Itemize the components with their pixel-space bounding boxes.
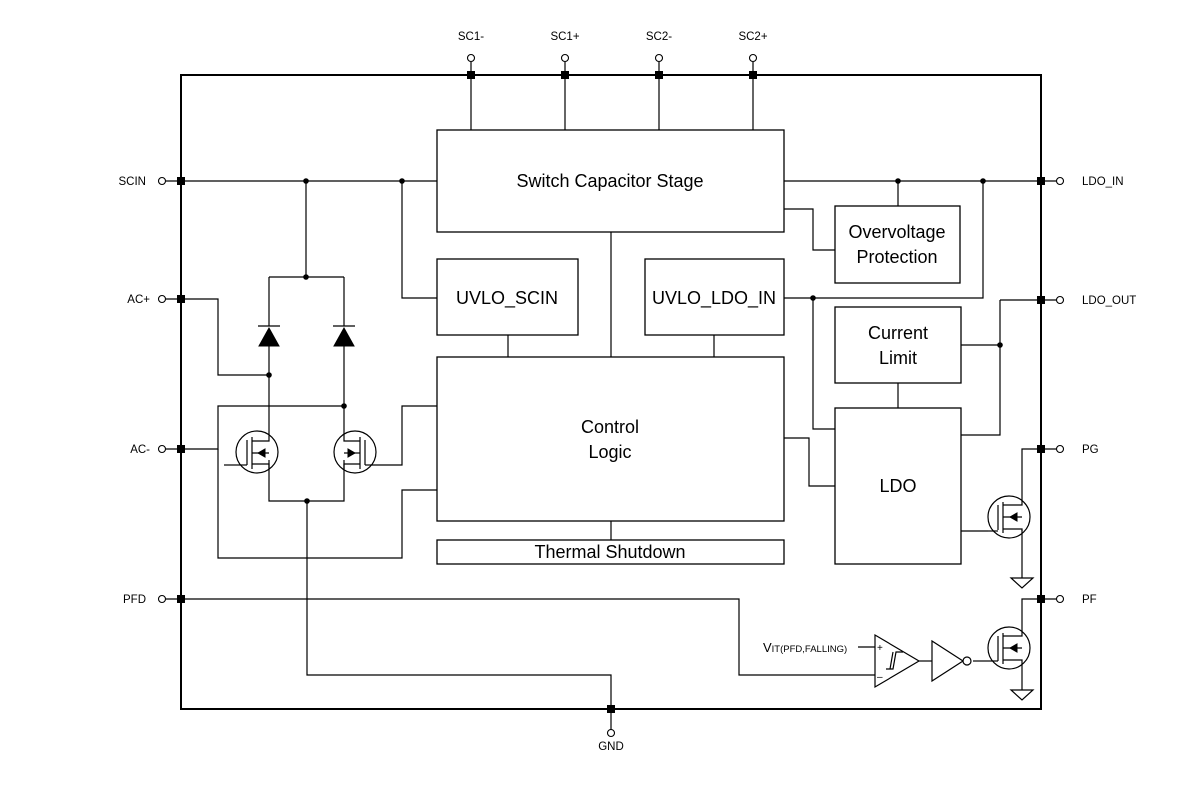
pin-label-ldo-out: LDO_OUT <box>1082 295 1136 307</box>
rectifier-diode-right <box>333 325 355 347</box>
pg-ground-symbol <box>1009 577 1035 589</box>
uvlo-scin-label: UVLO_SCIN <box>456 288 558 309</box>
pin-pg: PG <box>1037 444 1099 456</box>
comparator-minus-sign: – <box>877 672 883 683</box>
current-limit-label-line2: Limit <box>879 348 917 368</box>
output-buffer <box>931 639 972 683</box>
pin-ldo-out: LDO_OUT <box>1037 295 1136 307</box>
pin-ac-plus: AC+ <box>127 294 185 306</box>
uvlo-scin-block <box>436 258 579 336</box>
pin-ldo-in: LDO_IN <box>1037 176 1124 188</box>
thermal-shutdown-block <box>436 539 785 565</box>
current-limit-block <box>834 306 962 384</box>
pin-label-scin: SCIN <box>119 176 146 188</box>
vit-threshold-label: VIT(PFD,FALLING) <box>763 640 847 655</box>
switch-capacitor-stage-label: Switch Capacitor Stage <box>516 171 703 191</box>
pin-label-pf: PF <box>1082 594 1097 606</box>
pin-sc1-plus: SC1+ <box>550 31 580 79</box>
pin-scin: SCIN <box>119 176 185 188</box>
overvoltage-protection-block <box>834 205 961 284</box>
pin-sc2-minus: SC2- <box>646 31 672 79</box>
hysteresis-icon <box>886 651 903 670</box>
pf-ground-symbol <box>1009 689 1035 701</box>
pin-label-pg: PG <box>1082 444 1099 456</box>
control-logic-block <box>436 356 785 522</box>
rectifier-diode-left <box>258 325 280 347</box>
pin-pfd: PFD <box>123 594 185 606</box>
pin-label-sc2-plus: SC2+ <box>738 31 767 43</box>
pf-open-drain-fet <box>987 626 1031 670</box>
overvoltage-label-line2: Protection <box>856 247 937 267</box>
vit-main: V <box>763 640 772 655</box>
overvoltage-label-line1: Overvoltage <box>848 222 945 242</box>
pin-gnd: GND <box>598 705 624 753</box>
pin-sc1-minus: SC1- <box>458 31 484 79</box>
pin-label-sc1-minus: SC1- <box>458 31 484 43</box>
rectifier-fet-right <box>333 430 377 474</box>
pin-label-sc1-plus: SC1+ <box>550 31 579 43</box>
junction-dots <box>266 178 1003 504</box>
pin-ac-minus: AC- <box>130 444 185 456</box>
pin-label-pfd: PFD <box>123 594 146 606</box>
pfd-comparator: + – <box>874 633 921 689</box>
current-limit-label-line1: Current <box>868 323 928 343</box>
rectifier-fet-left <box>232 430 279 474</box>
pin-label-gnd: GND <box>598 741 624 753</box>
pin-sc2-plus: SC2+ <box>738 31 768 79</box>
switch-capacitor-stage-block <box>436 129 785 233</box>
pin-label-ac-minus: AC- <box>130 444 150 456</box>
vit-subscript: IT(PFD,FALLING) <box>772 644 847 655</box>
thermal-shutdown-label: Thermal Shutdown <box>534 542 685 562</box>
pin-pf: PF <box>1037 594 1097 606</box>
comparator-plus-sign: + <box>877 643 883 654</box>
pin-label-ac-plus: AC+ <box>127 294 150 306</box>
control-logic-label-line1: Control <box>581 417 639 437</box>
ldo-label: LDO <box>879 476 916 496</box>
pg-open-drain-fet <box>987 495 1031 539</box>
control-logic-label-line2: Logic <box>588 442 631 462</box>
wiring <box>166 62 1056 735</box>
uvlo-ldo-in-label: UVLO_LDO_IN <box>652 288 776 309</box>
pin-label-ldo-in: LDO_IN <box>1082 176 1124 188</box>
uvlo-ldo-in-block <box>644 258 785 336</box>
pin-label-sc2-minus: SC2- <box>646 31 672 43</box>
ldo-block <box>834 407 962 565</box>
